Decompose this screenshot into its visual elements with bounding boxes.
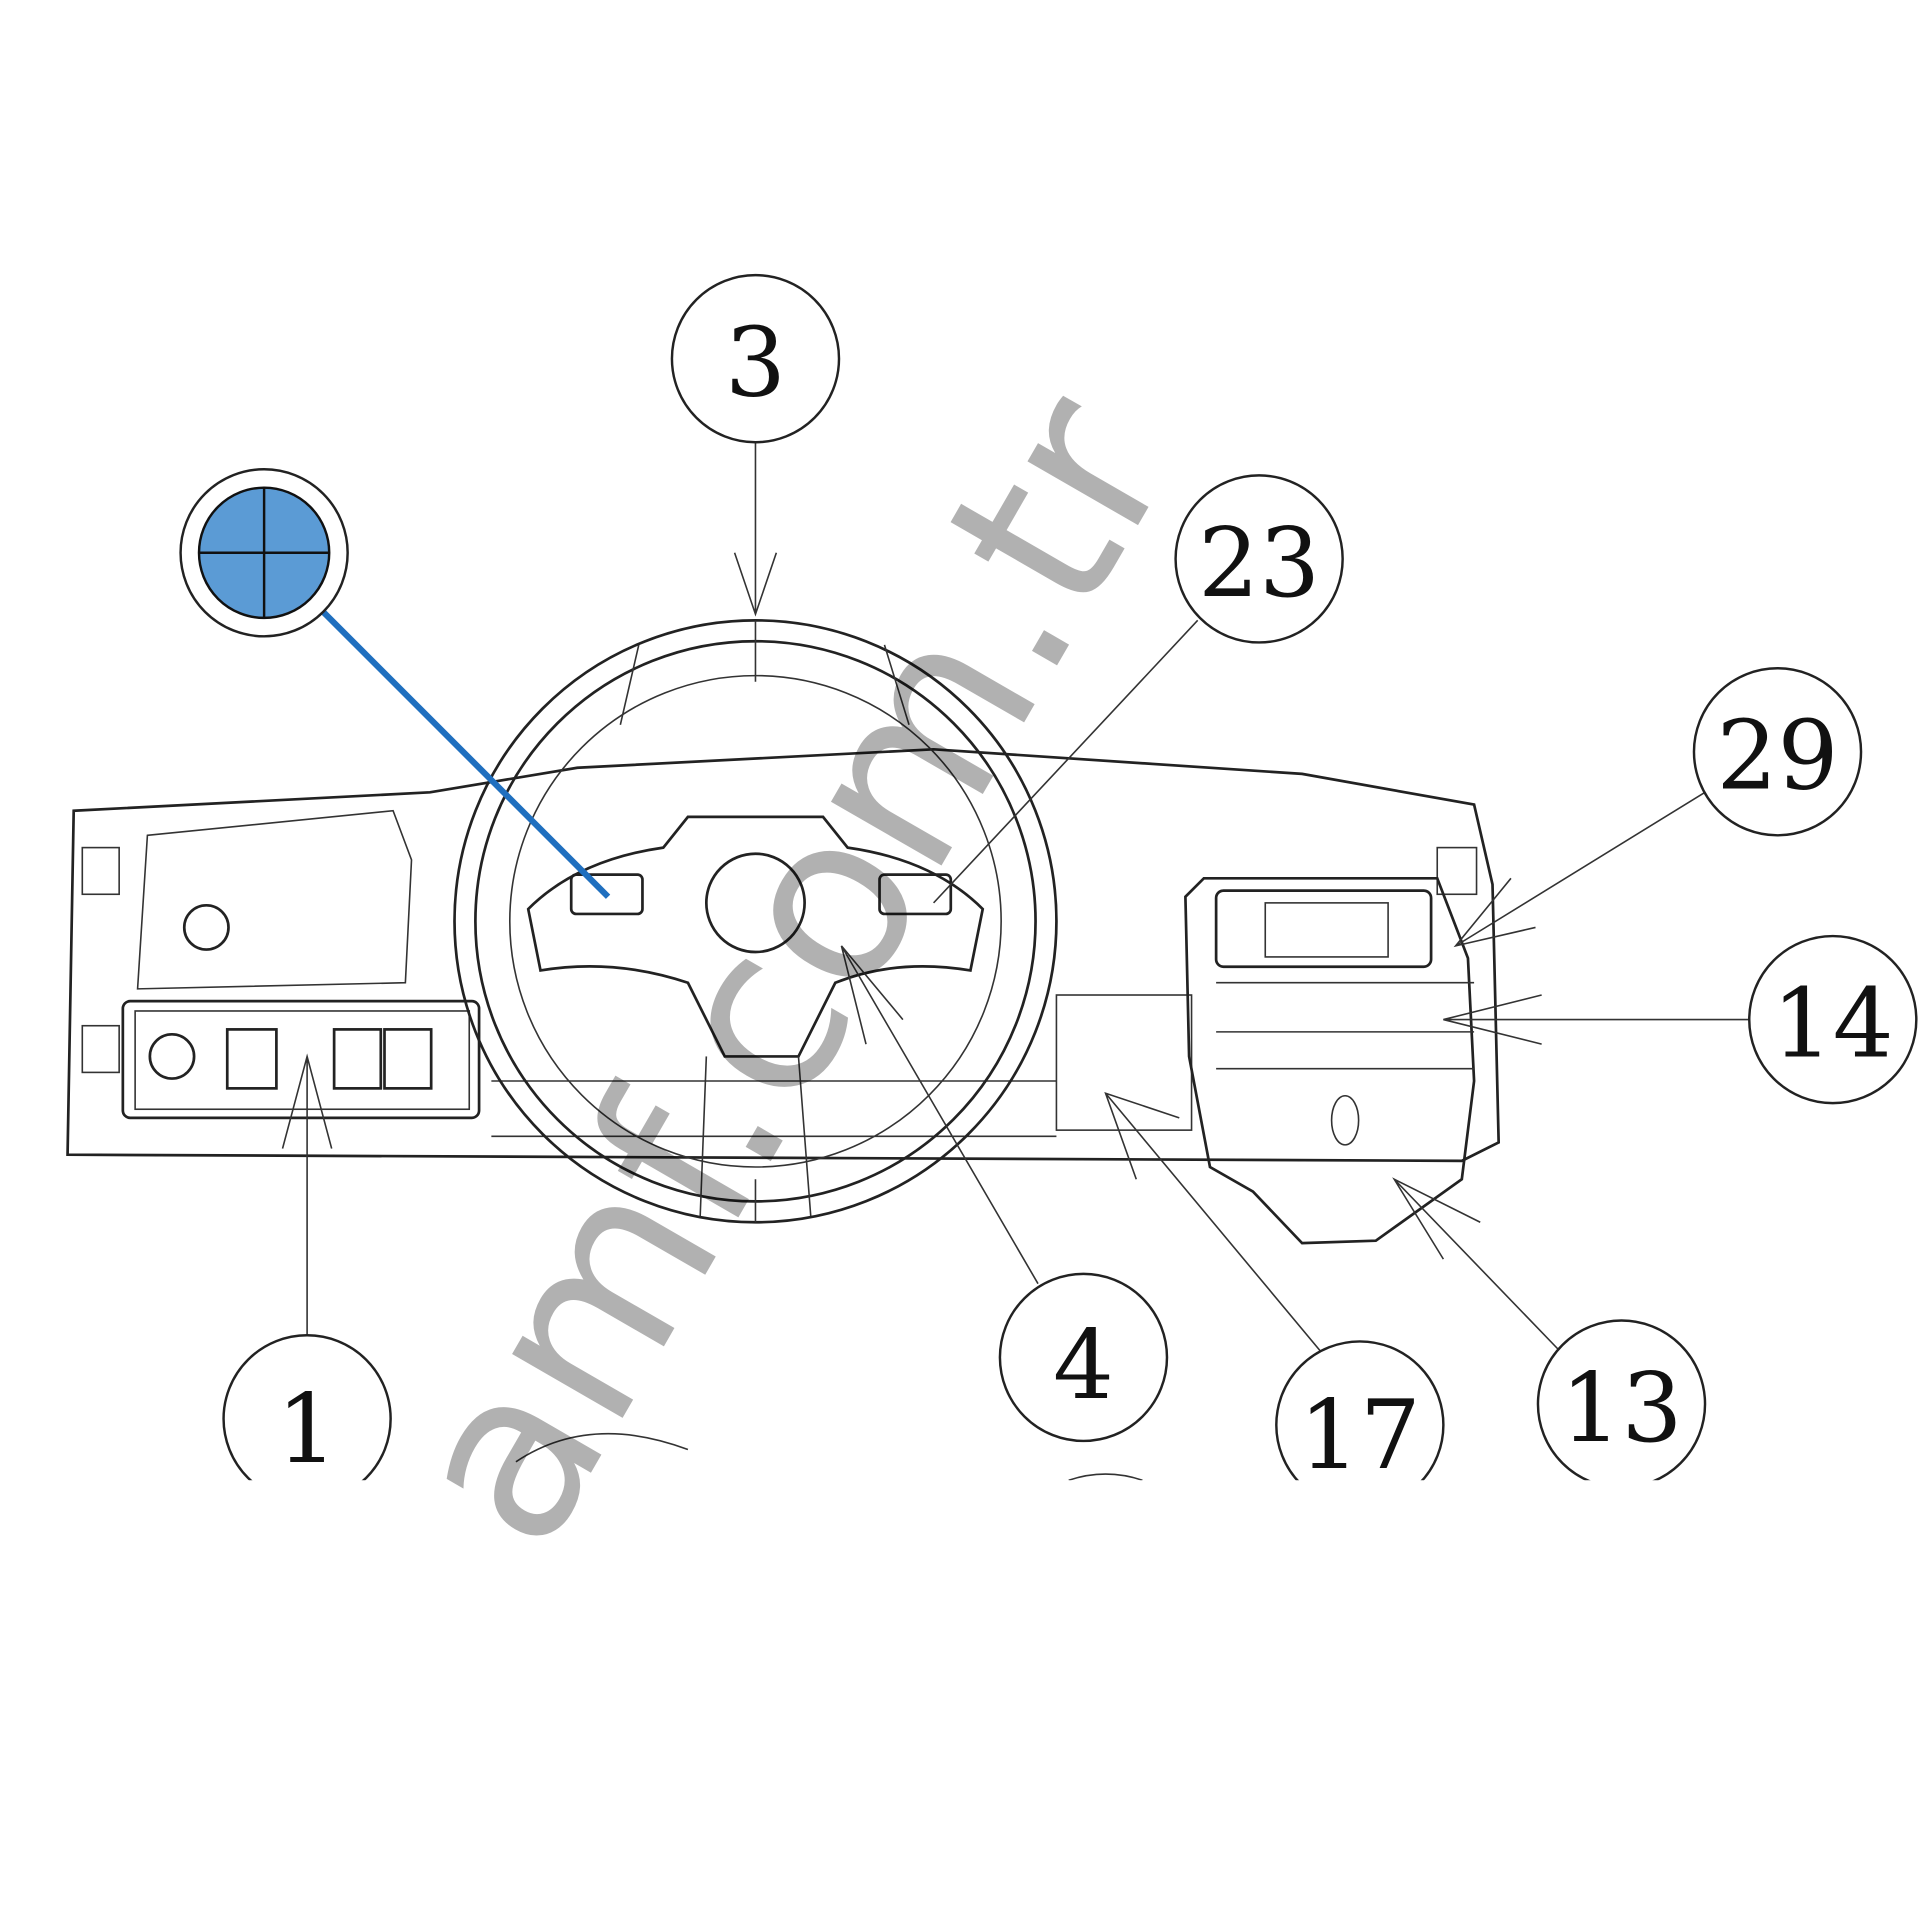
svg-text:23: 23	[1198, 507, 1320, 619]
svg-text:17: 17	[1299, 1379, 1421, 1491]
callout-29[interactable]: 29	[1692, 667, 1863, 837]
svg-text:1: 1	[277, 1373, 338, 1485]
svg-text:3: 3	[725, 307, 786, 419]
callout-3[interactable]: 3	[670, 273, 841, 444]
hotspot-marker[interactable]	[179, 468, 611, 899]
callout-17[interactable]: 17	[1275, 1340, 1445, 1510]
callout-23[interactable]: 23	[1174, 474, 1344, 644]
svg-text:14: 14	[1772, 967, 1894, 1079]
dashboard-drawing	[66, 618, 1501, 1245]
callout-1[interactable]: 1	[222, 1334, 392, 1504]
callout-13[interactable]: 13	[1536, 1319, 1707, 1489]
callout-14[interactable]: 14	[1748, 934, 1918, 1105]
svg-text:13: 13	[1561, 1352, 1683, 1464]
svg-text:29: 29	[1717, 700, 1839, 812]
callout-4[interactable]: 4	[998, 1272, 1169, 1443]
leader-lines	[281, 442, 1751, 1352]
crosshair-icon	[197, 486, 331, 620]
svg-text:4: 4	[1053, 1309, 1114, 1421]
